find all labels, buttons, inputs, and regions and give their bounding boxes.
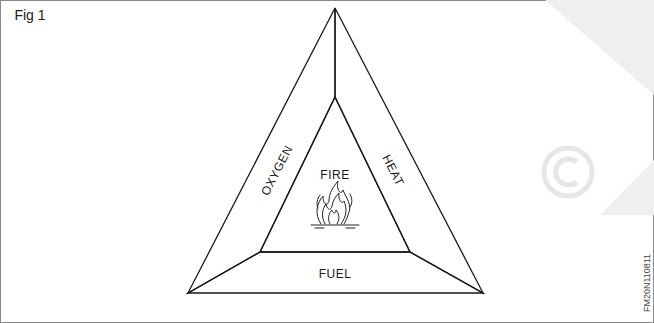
band-outline (335, 8, 483, 293)
band-label: FUEL (319, 267, 352, 281)
watermark-band (545, 0, 654, 95)
copyright-mark (544, 148, 592, 196)
label-anchor: Fig 1 (14, 6, 45, 24)
flame-symbol (311, 181, 359, 228)
triangle-band: HEAT (335, 8, 483, 293)
text-anchor: FIRE (320, 165, 349, 183)
triangle-band: FUEL (188, 252, 483, 293)
watermark-band (600, 160, 654, 215)
text-anchor: HEAT (378, 151, 409, 189)
label-anchor: FM20N110811 (636, 254, 654, 312)
band-label: FIRE (320, 168, 349, 182)
text-anchor: FUEL (319, 264, 352, 282)
watermark-code: FM20N110811 (642, 254, 652, 312)
band-edge (188, 252, 483, 293)
watermark (545, 0, 654, 215)
band-edge (335, 8, 483, 293)
band-label: HEAT (379, 153, 407, 189)
band-edge (260, 97, 410, 252)
figure-number: Fig 1 (14, 7, 45, 23)
